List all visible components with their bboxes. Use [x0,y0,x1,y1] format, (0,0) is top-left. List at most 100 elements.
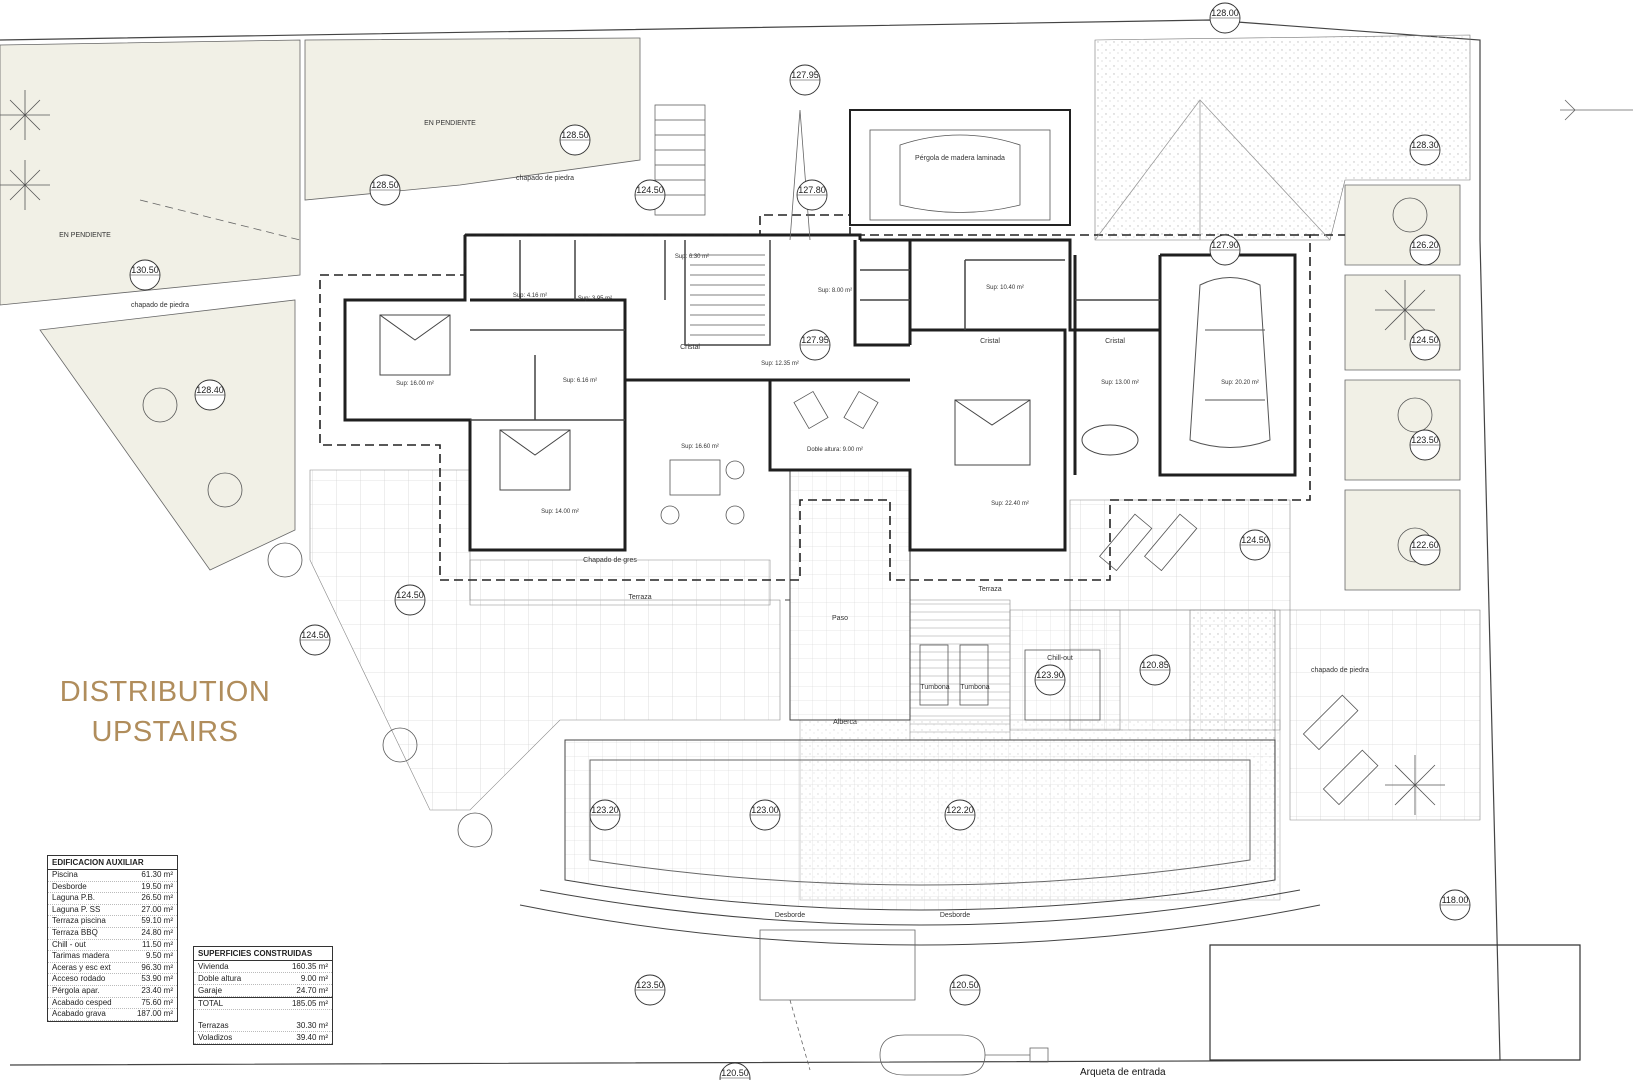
sup-label: Doble altura [198,974,242,983]
level-value: 130.50 [131,265,159,275]
level-value: 128.40 [196,385,224,395]
plan-title: DISTRIBUTION UPSTAIRS [50,672,280,752]
aux-label: Acabado grava [52,1009,106,1019]
room-area-labels: Sup: 4.16 m² Sup: 3.95 m² Sup: 6.30 m² Sup:… [396,254,1259,515]
level-marker: 127.95 [789,64,821,96]
aux-row: Terraza BBQ 24.80 m² [48,928,177,940]
room-area-label: Sup: 6.30 m² [675,254,709,260]
level-marker: 128.50 [369,174,401,206]
surfaces-total-row: TOTAL 185.05 m² [194,997,332,1010]
level-value: 128.00 [1211,8,1239,18]
aux-label: Terraza BBQ [52,927,98,937]
plan-label: EN PENDIENTE [59,232,111,239]
room-area-label: Sup: 8.00 m² [818,288,852,294]
sup-label: Garaje [198,986,223,995]
aux-value: 24.80 m² [141,927,173,937]
level-value: 122.20 [946,805,974,815]
room-area-label: Doble altura: 9.00 m² [807,447,863,453]
plan-label: Alberca [833,719,857,726]
level-marker: 123.90 [1034,664,1066,696]
entry-manhole-label: Arqueta de entrada [1080,1067,1166,1078]
room-area-label: Sup: 16.60 m² [681,444,719,450]
plan-title-line2: UPSTAIRS [91,716,239,748]
level-marker: 124.50 [299,624,331,656]
level-marker: 120.50 [719,1062,751,1080]
aux-value: 61.30 m² [141,870,173,879]
aux-value: 187.00 m² [136,1009,173,1019]
level-value: 123.00 [751,805,779,815]
level-value: 123.20 [591,805,619,815]
sup-extra-label: Terrazas [198,1021,229,1030]
sup-value: 24.70 m² [296,986,328,995]
aux-row: Laguna P.B. 26.50 m² [48,893,177,905]
level-marker: 124.50 [394,584,426,616]
level-value: 123.50 [1411,435,1439,445]
aux-value: 23.40 m² [141,985,173,995]
level-value: 128.50 [371,180,399,190]
plan-title-line1: DISTRIBUTION [59,676,271,708]
level-value: 124.50 [636,185,664,195]
plan-label: Terraza [628,594,651,601]
aux-value: 19.50 m² [141,881,173,891]
plan-label: chapado de piedra [131,302,189,309]
aux-value: 27.00 m² [141,904,173,914]
plan-label: Terraza [978,586,1001,593]
level-value: 124.50 [396,590,424,600]
aux-label: Desborde [52,881,87,891]
aux-label: Acceso rodado [52,974,106,984]
level-marker: 127.80 [796,179,828,211]
plan-label: Chapado de gres [583,557,637,564]
room-area-label: Sup: 13.00 m² [1101,380,1139,386]
level-value: 124.50 [301,630,329,640]
aux-label: Acabado cesped [52,997,112,1007]
sup-extra-label: Voladizos [198,1033,233,1042]
interior-walls [470,240,1160,421]
plan-label: Pérgola de madera laminada [915,155,1005,162]
level-marker: 128.50 [559,124,591,156]
plan-label: chapado de piedra [516,175,574,182]
level-marker: 123.50 [634,974,666,1006]
room-area-label: Sup: 12.35 m² [761,361,799,367]
plan-label: chapado de piedra [1311,667,1369,674]
aux-value: 53.90 m² [141,974,173,984]
plan-label: Chill-out [1047,655,1073,662]
furniture [660,390,1379,806]
room-area-label: Sup: 20.20 m² [1221,380,1259,386]
level-marker: 123.20 [589,799,621,831]
trees [0,90,1445,848]
plan-label: Tumbona [920,684,949,691]
plan-label: Cristal [680,344,700,351]
garage-car [1189,277,1271,448]
room-area-label: Sup: 4.16 m² [513,293,547,299]
aux-label: Terraza piscina [52,916,106,926]
level-marker: 123.00 [749,799,781,831]
level-value: 128.50 [561,130,589,140]
level-value: 128.30 [1411,140,1439,150]
plan-label: Cristal [1105,338,1125,345]
level-value: 122.60 [1411,540,1439,550]
level-marker: 126.20 [1409,234,1441,266]
level-value: 127.95 [791,70,819,80]
level-value: 124.50 [1241,535,1269,545]
level-value: 127.80 [798,185,826,195]
pool [519,469,1321,946]
level-value: 127.90 [1211,240,1239,250]
aux-row: Desborde 19.50 m² [48,882,177,894]
aux-value: 26.50 m² [141,893,173,903]
level-marker: 120.50 [949,974,981,1006]
aux-label: Laguna P.B. [52,893,96,903]
aux-value: 11.50 m² [142,939,173,949]
level-marker: 124.50 [1239,529,1271,561]
level-value: 120.50 [721,1068,749,1078]
level-marker: 122.60 [1409,534,1441,566]
level-value: 124.50 [1411,335,1439,345]
room-area-label: Sup: 3.95 m² [578,296,612,302]
level-value: 126.20 [1411,240,1439,250]
